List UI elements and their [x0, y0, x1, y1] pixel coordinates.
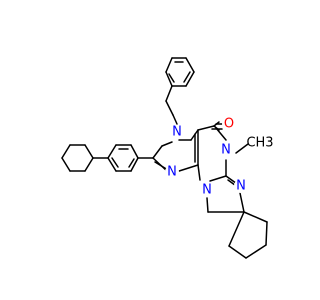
atom-o-carbonyl: O: [224, 117, 234, 132]
atom-n-benzyl: N: [172, 125, 182, 140]
atom-methyl-label: CH3: [246, 136, 273, 151]
atom-n-imine: N: [236, 179, 246, 194]
molecule-structure: N O N CH3 N N N: [61, 57, 274, 259]
bond-lines: [61, 57, 268, 259]
atom-n-ring: N: [202, 183, 212, 198]
atom-n-imidazole: N: [167, 165, 177, 180]
atom-n-methyl: N: [221, 143, 231, 158]
atom-labels: N O N CH3 N N N: [165, 117, 274, 198]
